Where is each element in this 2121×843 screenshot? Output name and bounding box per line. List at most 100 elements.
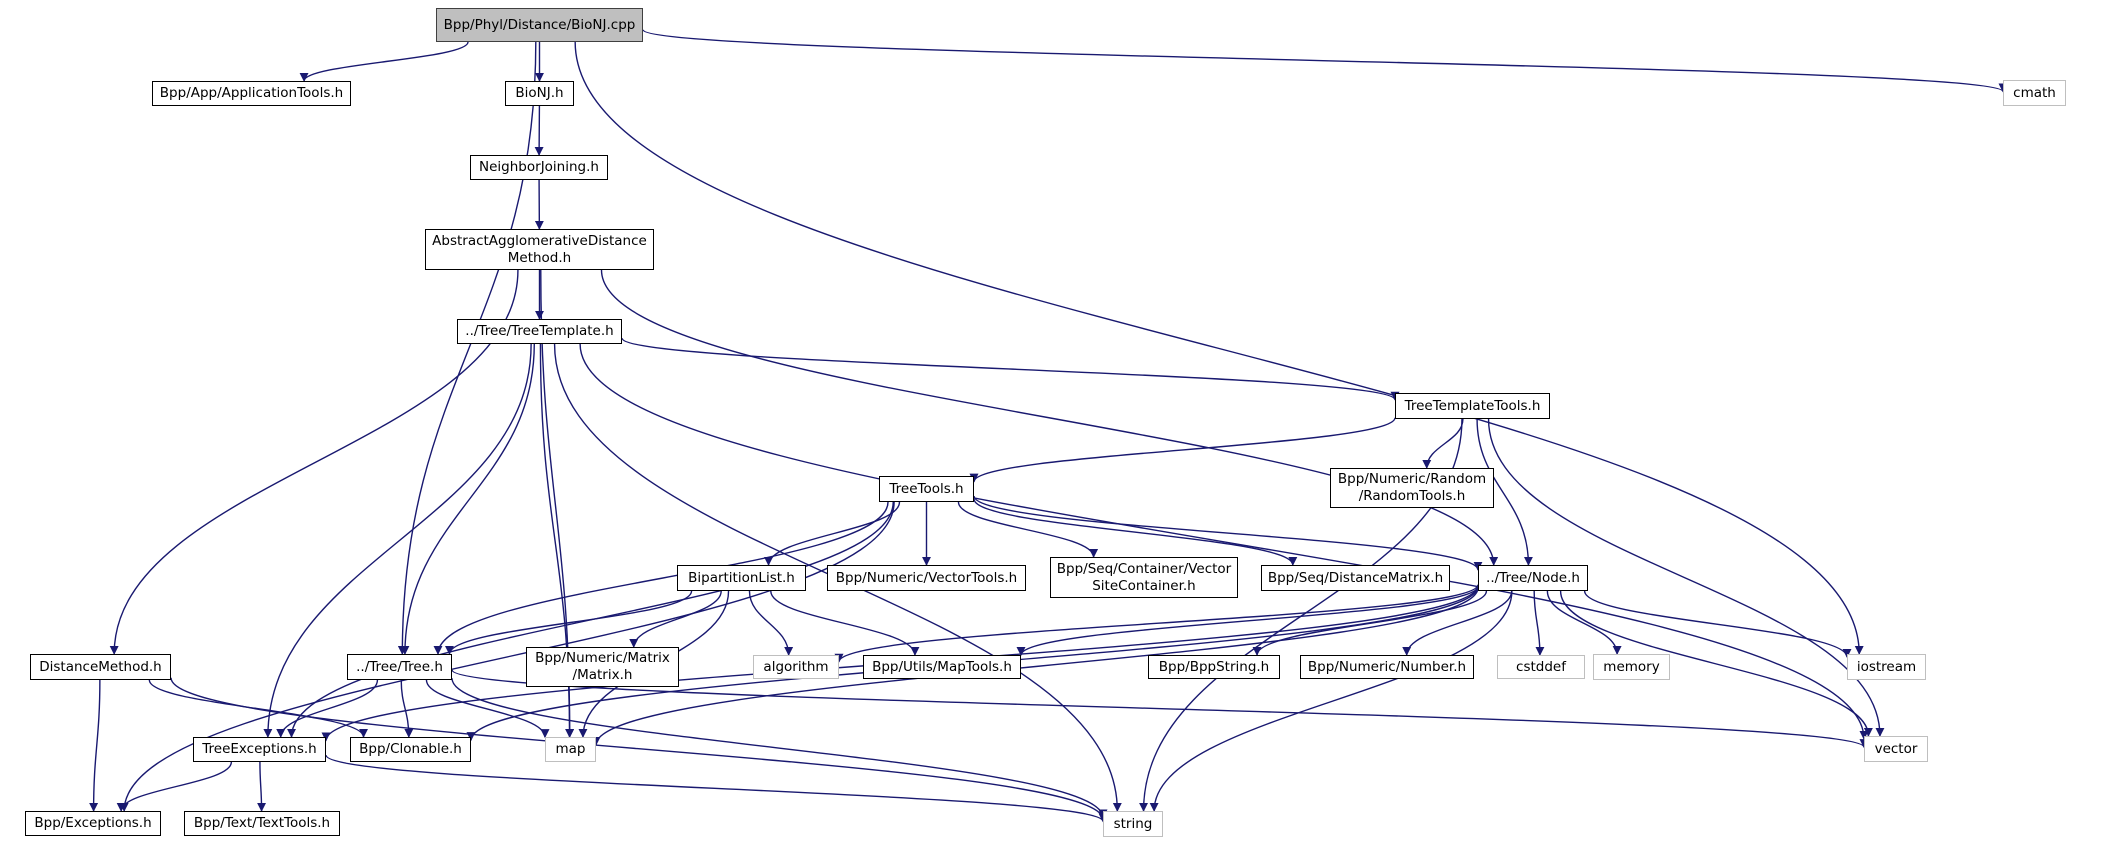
node-string[interactable]: string — [1103, 811, 1163, 837]
edge-distance_method-to-string — [170, 677, 1108, 821]
node-application-tools-h[interactable]: Bpp/App/ApplicationTools.h — [152, 81, 351, 106]
node-label: cstddef — [1516, 658, 1566, 675]
node-vector-tools-h[interactable]: Bpp/Numeric/VectorTools.h — [827, 565, 1026, 591]
edge-tree_h-to-map — [425, 679, 550, 739]
edge-node_h-to-map — [591, 587, 1479, 746]
node-label: Bpp/Seq/DistanceMatrix.h — [1267, 569, 1444, 586]
edge-node_h-to-string — [1149, 590, 1513, 812]
node-label: BioNJ.h — [515, 85, 564, 101]
edge-tree_h-to-clonable — [400, 679, 414, 738]
node-tree-template-tools-h[interactable]: TreeTemplateTools.h — [1395, 393, 1550, 419]
node-label: Bpp/Clonable.h — [359, 741, 462, 757]
node-label: Bpp/Numeric/VectorTools.h — [835, 569, 1018, 586]
edge-tree_template_tools-to-node_h — [1476, 418, 1533, 566]
node-algorithm[interactable]: algorithm — [753, 655, 839, 679]
edge-bionj_cpp-to-tree_h — [397, 41, 537, 655]
node-tree-tools-h[interactable]: TreeTools.h — [879, 476, 974, 502]
node-number-h[interactable]: Bpp/Numeric/Number.h — [1300, 655, 1474, 679]
node-clonable-h[interactable]: Bpp/Clonable.h — [350, 737, 471, 762]
node-random-tools-h[interactable]: Bpp/Numeric/Random /RandomTools.h — [1330, 468, 1494, 508]
edge-tree_h-to-string — [451, 678, 1108, 819]
node-distance-method-h[interactable]: DistanceMethod.h — [30, 654, 171, 680]
node-abstract-agglomerative-distance-method-h[interactable]: AbstractAgglomerativeDistance Method.h — [425, 229, 654, 270]
node-text-tools-h[interactable]: Bpp/Text/TextTools.h — [184, 811, 340, 836]
node-tree-h[interactable]: ../Tree/Tree.h — [347, 654, 452, 680]
node-label: Bpp/Text/TextTools.h — [193, 815, 331, 831]
node-label: DistanceMethod.h — [39, 658, 162, 675]
node-neighbor-joining-h[interactable]: NeighborJoining.h — [470, 155, 608, 180]
node-cmath[interactable]: cmath — [2003, 80, 2066, 106]
edge-bionj_cpp-to-application_tools — [299, 41, 469, 82]
edge-tree_template_tools-to-tree_tools — [969, 417, 1396, 483]
edge-bipartition_list-to-tree_h — [445, 590, 693, 655]
edge-bipartition_list-to-map_tools — [770, 590, 920, 656]
node-memory[interactable]: memory — [1593, 654, 1670, 680]
node-label: TreeTemplateTools.h — [1404, 397, 1541, 414]
edge-tree_template-to-tree_h — [400, 343, 535, 655]
node-label: TreeExceptions.h — [202, 741, 317, 757]
edge-node_h-to-number_h — [1402, 590, 1513, 656]
edge-tree_exceptions-to-text_tools — [257, 761, 267, 812]
node-bionj-cpp[interactable]: Bpp/Phyl/Distance/BioNJ.cpp — [436, 8, 643, 42]
node-label: memory — [1603, 658, 1660, 675]
node-cstddef[interactable]: cstddef — [1497, 655, 1585, 679]
node-label: map — [555, 741, 586, 757]
edge-tree_tools-to-tree_h — [433, 501, 889, 655]
edge-tree_tools-to-vector_site_container — [957, 501, 1099, 558]
edge-tree_template-to-vector — [579, 343, 1869, 741]
edge-tree_tools-to-distance_matrix — [973, 498, 1298, 566]
node-vector[interactable]: vector — [1864, 736, 1928, 762]
edge-node_h-to-memory — [1546, 590, 1622, 655]
edge-bipartition_list-to-algorithm — [748, 590, 794, 656]
node-label: cmath — [2013, 84, 2056, 101]
node-iostream[interactable]: iostream — [1847, 654, 1926, 680]
edge-bionj_cpp-to-cmath — [642, 29, 2008, 93]
node-node-h[interactable]: ../Tree/Node.h — [1478, 565, 1588, 591]
node-bionj-h[interactable]: BioNJ.h — [505, 81, 574, 106]
node-label: vector — [1874, 740, 1918, 757]
edge-tree_template-to-tree_exceptions — [263, 343, 532, 738]
edge-node_h-to-iostream — [1583, 590, 1852, 658]
node-exceptions-h[interactable]: Bpp/Exceptions.h — [25, 811, 161, 836]
edge-node_h-to-cstddef — [1533, 590, 1545, 656]
edge-tree_template-to-tree_template_tools — [621, 337, 1400, 401]
node-matrix-h[interactable]: Bpp/Numeric/Matrix /Matrix.h — [526, 647, 679, 687]
node-vector-site-container-h[interactable]: Bpp/Seq/Container/Vector SiteContainer.h — [1050, 557, 1238, 598]
edge-abstract_agglomerative-to-node_h — [600, 269, 1499, 566]
edge-tree_template_tools-to-vector — [1487, 418, 1885, 737]
node-tree-template-h[interactable]: ../Tree/TreeTemplate.h — [457, 319, 622, 344]
node-label: NeighborJoining.h — [479, 159, 599, 175]
edge-bionj_cpp-to-iostream — [574, 41, 1864, 655]
edge-tree_h-to-tree_exceptions — [276, 679, 379, 738]
node-label: Bpp/App/ApplicationTools.h — [159, 85, 344, 101]
edge-bipartition_list-to-matrix_h — [629, 590, 722, 648]
node-bipartition-list-h[interactable]: BipartitionList.h — [677, 565, 806, 591]
node-label: TreeTools.h — [889, 480, 964, 497]
node-label: ../Tree/Tree.h — [356, 658, 443, 675]
node-label: Bpp/Utils/MapTools.h — [872, 658, 1012, 675]
node-label: algorithm — [763, 658, 829, 675]
node-label: iostream — [1856, 658, 1917, 675]
node-label: Bpp/BppString.h — [1158, 658, 1270, 675]
node-map-tools-h[interactable]: Bpp/Utils/MapTools.h — [863, 655, 1021, 679]
edge-node_h-to-algorithm — [834, 584, 1479, 663]
edge-tree_template_tools-to-random_tools — [1422, 418, 1464, 469]
node-tree-exceptions-h[interactable]: TreeExceptions.h — [193, 737, 326, 762]
node-label: Bpp/Numeric/Matrix /Matrix.h — [535, 650, 670, 683]
node-label: Bpp/Numeric/Random /RandomTools.h — [1337, 471, 1487, 504]
node-distance-matrix-h[interactable]: Bpp/Seq/DistanceMatrix.h — [1261, 565, 1450, 591]
node-label: Bpp/Numeric/Number.h — [1307, 658, 1467, 675]
edge-tree_tools-to-node_h — [973, 495, 1483, 571]
edge-tree_tools-to-exceptions — [119, 501, 895, 812]
node-label: string — [1113, 815, 1153, 832]
edge-distance_method-to-exceptions — [89, 679, 101, 812]
node-label: BipartitionList.h — [688, 569, 795, 586]
node-map[interactable]: map — [545, 737, 596, 762]
node-label: ../Tree/TreeTemplate.h — [465, 323, 614, 339]
node-label: Bpp/Seq/Container/Vector SiteContainer.h — [1056, 560, 1232, 594]
node-label: AbstractAgglomerativeDistance Method.h — [432, 232, 647, 266]
node-label: Bpp/Exceptions.h — [34, 815, 152, 831]
node-bpp-string-h[interactable]: Bpp/BppString.h — [1148, 655, 1280, 679]
